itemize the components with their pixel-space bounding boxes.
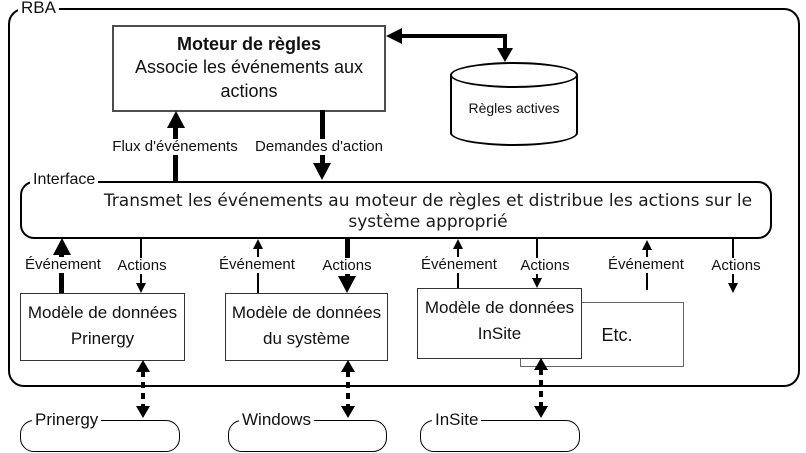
event-label-3: Événement (419, 256, 499, 273)
arrowhead-left-icon (386, 28, 402, 44)
windows-system-label: Windows (239, 410, 314, 429)
system-model-line2: du système (263, 329, 350, 348)
arrow-horizontal-shaft (400, 34, 507, 38)
rules-engine-title: Moteur de règles (176, 34, 322, 54)
arrowhead-up-icon (253, 239, 263, 249)
arrowhead-down-icon (313, 163, 331, 180)
prinergy-data-model-box: Modèle de données Prinergy (20, 293, 185, 361)
arrowhead-up-icon (136, 360, 150, 372)
insite-model-line2: InSite (477, 324, 522, 343)
rules-engine-subtitle-line1: Associe les événements aux (134, 57, 364, 77)
prinergy-system-label: Prinergy (32, 410, 102, 429)
arrowhead-down-icon (136, 406, 150, 418)
arrowhead-down-icon (532, 278, 542, 288)
arrow-shaft (345, 237, 350, 276)
interface-box: Transmet les événements au moteur de règ… (20, 181, 772, 239)
arrowhead-up-icon (453, 239, 463, 249)
arrowhead-up-icon (53, 238, 71, 255)
rba-frame (8, 8, 800, 387)
interface-description-line2: système approprié (348, 212, 508, 232)
arrow-vertical-shaft (503, 34, 507, 49)
arrow-shaft (320, 110, 325, 164)
dashed-shaft (141, 371, 145, 407)
prinergy-model-line2: Prinergy (70, 329, 135, 348)
cylinder-top-ellipse (450, 62, 578, 88)
actions-label-1: Actions (115, 257, 169, 274)
system-data-model-box: Modèle de données du système (225, 293, 388, 361)
rules-engine-box: Moteur de règles Associe les événements … (112, 25, 386, 112)
actions-label-4: Actions (709, 257, 763, 274)
events-flow-label: Flux d'événements (110, 138, 240, 155)
insite-system-label: InSite (432, 410, 482, 429)
insite-data-model-box: Modèle de données InSite (417, 288, 582, 359)
event-label-4: Événement (606, 256, 686, 273)
interface-description-line1: Transmet les événements au moteur de règ… (103, 191, 753, 211)
interface-frame-label: Interface (30, 171, 99, 188)
actions-label-2: Actions (320, 257, 374, 274)
system-model-line1: Modèle de données (231, 303, 382, 322)
arrowhead-down-icon (534, 406, 548, 418)
arrowhead-down-icon (136, 283, 146, 293)
arrowhead-up-icon (167, 111, 185, 128)
rba-frame-label: RBA (18, 0, 59, 16)
arrow-shaft (59, 253, 64, 293)
etc-label: Etc. (601, 325, 633, 345)
rules-store-label: Règles actives (468, 100, 560, 116)
rules-engine-subtitle-line2: actions (220, 81, 278, 101)
dashed-shaft (346, 371, 350, 407)
actions-label-3: Actions (518, 257, 572, 274)
arrowhead-down-icon (497, 48, 513, 62)
rules-store-cylinder: Règles actives (450, 62, 578, 146)
insite-model-line1: Modèle de données (424, 298, 575, 317)
arrowhead-down-icon (341, 406, 355, 418)
dashed-shaft (539, 369, 543, 407)
arrow-shaft (536, 237, 538, 278)
event-label-2: Événement (217, 256, 297, 273)
arrowhead-up-icon (642, 240, 652, 250)
arrowhead-down-icon (338, 276, 356, 293)
arrowhead-up-icon (534, 358, 548, 370)
arrowhead-down-icon (728, 283, 738, 293)
action-requests-label: Demandes d'action (253, 138, 385, 155)
prinergy-model-line1: Modèle de données (27, 303, 178, 322)
arrowhead-up-icon (341, 360, 355, 372)
event-label-1: Événement (23, 256, 103, 273)
